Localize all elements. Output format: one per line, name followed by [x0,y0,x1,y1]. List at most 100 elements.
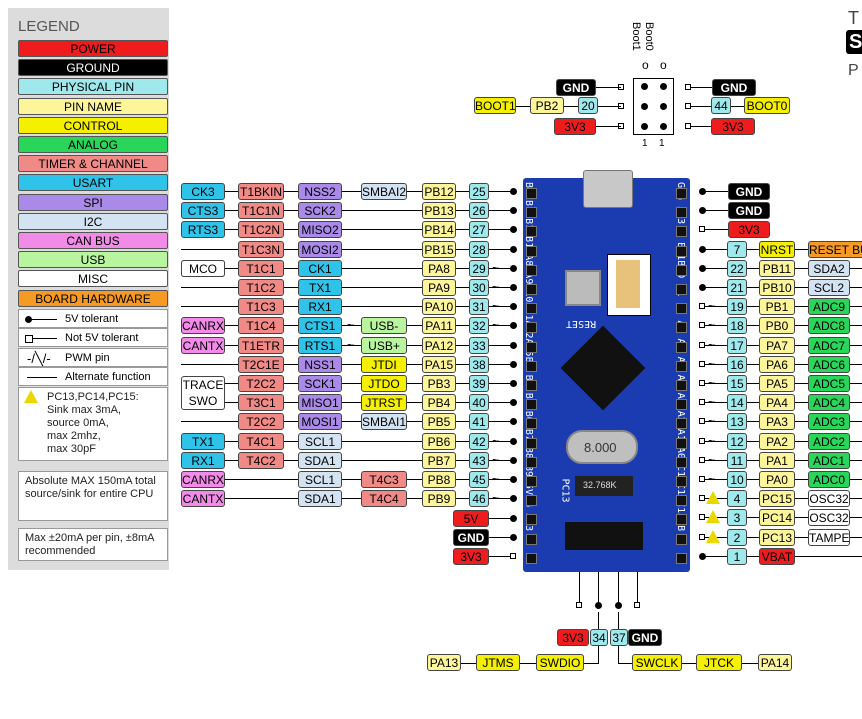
5v-tolerant-dot [510,322,517,330]
left-physical-pin-40: 40 [469,394,489,412]
not-5v-tolerant-square [510,553,516,559]
right-physical-pin-15: 15 [727,375,747,392]
right-physical-pin-13: 13 [727,413,747,431]
left-func-pb5-2: MOSI1 [298,413,342,431]
left-func-pb13-0: CTS3 [181,202,225,220]
swd-pin [618,555,619,605]
right-pin-name-pb11: PB11 [759,259,795,277]
left-func-pb12-3: SMBAI2 [361,183,407,200]
header-pin [676,322,687,334]
left-physical-pin-31: 31 [469,298,489,316]
rtc-crystal [575,476,633,496]
left-func-pa12-2: RTS1 [298,336,342,354]
left-row-line [181,498,513,500]
left-pin-name-pb5: PB5 [422,413,456,431]
legend-item-i2c: I2C [18,212,168,230]
legend-item-usart: USART [18,174,168,192]
header-pin [526,207,537,219]
left-physical-pin-30: 30 [469,279,489,296]
right-gnd-0: GND [728,183,770,200]
left-physical-pin-33: 33 [469,336,489,354]
legend-symbol-label: Alternate function [65,371,151,384]
left-pin-name-pb14: PB14 [422,221,456,239]
boot1-pin-name: PB2 [530,97,564,114]
left-func-pb7-1: T4C2 [238,451,284,469]
left-func-pb9-2: SDA1 [298,490,342,508]
right-pin-name-pa2: PA2 [759,432,795,450]
legend-note-per-pin: Max ±20mA per pin, ±8mA recommended [18,528,168,561]
connector-line [618,646,619,663]
title-t: T [848,8,859,28]
5v-tolerant-dot [510,476,517,483]
5v-tolerant-dot [699,264,706,272]
left-func-pb8-3: T4C3 [361,471,407,488]
connector-line [618,612,619,629]
left-pin-name-pb8: PB8 [422,471,456,488]
header-pin [676,360,687,372]
left-pin-name-pb6: PB6 [422,432,456,450]
pwm-icon: ~ [708,395,716,410]
pwm-icon: ~ [708,414,716,429]
right-physical-pin-18: 18 [727,317,747,335]
legend-symbol-mark [23,368,57,387]
right-func-pb1: ADC9 [808,298,850,316]
boot1-physical-pin: 20 [578,97,598,114]
boot-header-pin [641,123,648,130]
5v-tolerant-dot [510,264,517,272]
left-func-pb6-1: T4C1 [238,432,284,450]
header-pin [526,552,537,564]
connector-line [691,106,711,107]
header-pin [526,495,537,507]
legend-symbol-mark [23,310,57,329]
left-func-pb14-2: MISO2 [298,221,342,239]
5v-tolerant-dot [699,245,706,253]
5v-tolerant-dot [510,341,517,349]
header-pin [676,418,687,430]
legend-symbol-mark [23,329,57,348]
warning-icon [706,529,720,543]
left-func-pb12-2: NSS2 [298,183,342,200]
right-pin-name-pa7: PA7 [759,336,795,354]
connector-line [598,106,621,107]
header-pin [676,399,687,411]
pwm-icon: ~ [708,376,716,390]
legend-note-pc13-pc15: PC13,PC14,PC15: Sink max 3mA, source 0mA… [18,387,168,461]
right-func-pa7: ADC7 [808,336,850,354]
pwm-icon: ~ [708,433,716,448]
5v-tolerant-dot [510,188,517,195]
5v-tolerant-dot [699,207,706,215]
not-5v-tolerant-square [699,495,705,502]
5v-tolerant-dot [510,534,517,541]
left-func-pb4-3: JTRST [361,394,407,412]
legend-symbol-pwm: -/╲/-PWM pin [18,347,168,367]
left-row-line [181,363,513,365]
pwm-icon: ~ [708,356,716,371]
left-pin-name-pb12: PB12 [422,183,456,200]
pwm-icon: ~ [492,280,500,294]
5v-tolerant-dot [699,284,706,291]
right-func-pc14: OSC32 [808,509,850,527]
header-pin [526,322,537,334]
rtc-crystal-label: 32.768K [583,480,617,490]
legend-item-ground: GROUND [18,59,168,77]
5v-tolerant-dot [699,188,706,195]
header-pin [526,360,537,372]
header-pin [526,380,537,391]
header-pin [526,188,537,199]
right-func-pa3: ADC3 [808,413,850,431]
5v-tolerant-dot [510,437,517,445]
boot-jumper [616,260,640,308]
not-5v-tolerant-square [699,303,705,310]
not-5v-tolerant-square [699,418,705,425]
right-physical-pin-14: 14 [727,394,747,412]
boot0-gnd: GND [712,79,756,96]
reset-button[interactable] [565,270,601,306]
crystal [566,430,638,464]
boot-header-pin [641,83,648,90]
header-pin [676,380,687,391]
left-row-line [181,287,513,288]
swd-3v3: 3V3 [557,629,589,646]
left-func-pb13-1: T1C1N [238,202,284,220]
right-func-pa4: ADC4 [808,394,850,412]
right-func-pa2: ADC2 [808,432,850,450]
